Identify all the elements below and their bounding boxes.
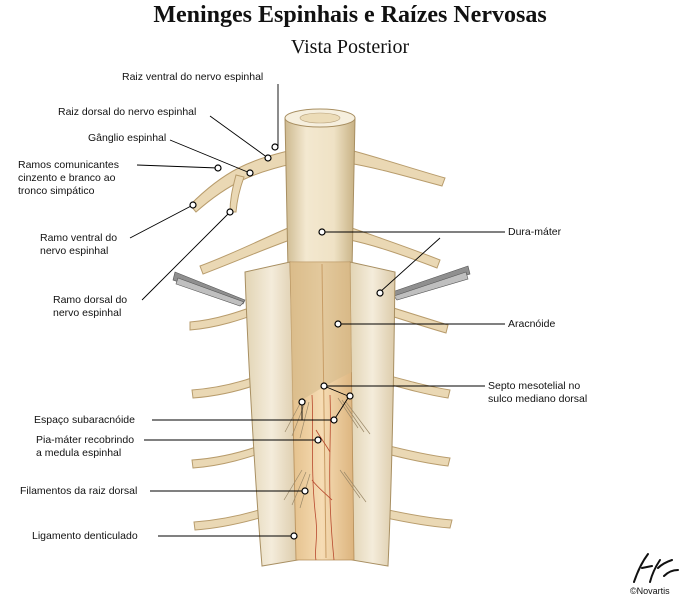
dura-flap-right <box>349 261 396 567</box>
netter-signature-logo <box>633 553 679 583</box>
label-aracnoide: Aracnóide <box>508 318 556 330</box>
page-title: Meninges Espinhais e Raízes Nervosas <box>153 2 547 28</box>
dural-tube-upper <box>284 117 356 271</box>
label-filamentos: Filamentos da raiz dorsal <box>20 485 138 497</box>
label-pia-mater: Pia-máter recobrindo a medula espinhal <box>36 434 135 459</box>
label-ganglio: Gânglio espinhal <box>88 132 167 144</box>
label-ligamento: Ligamento denticulado <box>32 530 138 542</box>
label-septo: Septo mesotelial no sulco mediano dorsal <box>488 380 588 405</box>
dura-flap-left <box>244 261 299 567</box>
label-ramo-ventral: Ramo ventral do nervo espinhal <box>40 232 118 257</box>
label-raiz-dorsal: Raiz dorsal do nervo espinhal <box>58 106 197 118</box>
leader-dots <box>189 143 384 540</box>
label-raiz-ventral: Raiz ventral do nervo espinhal <box>122 71 264 83</box>
label-espaco-subaracnoide: Espaço subaracnóide <box>34 414 135 426</box>
arachnoid-layer <box>290 262 352 400</box>
label-ramos-comunicantes: Ramos comunicantes cinzento e branco ao … <box>18 159 119 197</box>
label-dura-mater: Dura-máter <box>508 226 562 238</box>
retractor-left <box>172 271 246 307</box>
spinal-vessels <box>311 394 335 561</box>
label-ramo-dorsal: Ramo dorsal do nervo espinhal <box>53 294 128 319</box>
copyright-novartis: ©Novartis <box>630 586 670 596</box>
page-subtitle: Vista Posterior <box>290 36 410 58</box>
leader-lines <box>129 84 505 537</box>
